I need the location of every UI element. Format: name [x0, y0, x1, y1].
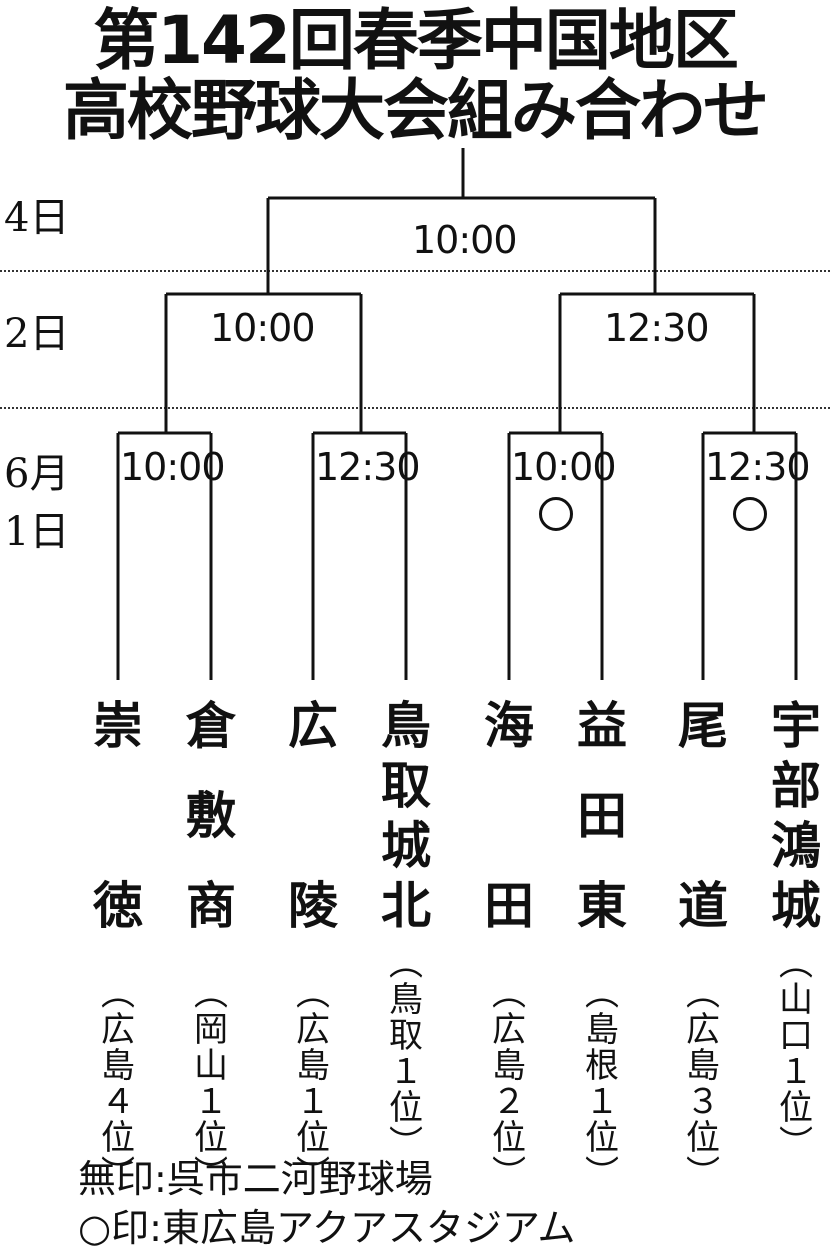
venue-circle-mark	[732, 497, 767, 531]
legend-line-1: 無印:呉市二河野球場	[78, 1157, 433, 1201]
title-line-2: 高校野球大会組み合わせ	[63, 72, 769, 149]
team-name: 倉敷商	[186, 697, 236, 935]
day-label-month: 6月	[4, 451, 70, 497]
first-round-time-3: 10:00	[511, 445, 617, 489]
first-round-time-2: 12:30	[315, 445, 421, 489]
team-name: 宇部鴻城	[771, 697, 821, 935]
team-name: 海田	[484, 697, 534, 935]
team-name: 尾道	[678, 697, 728, 935]
legend-line-2: ○印:東広島アクアスタジアム	[78, 1206, 576, 1250]
day-divider-2	[0, 407, 830, 409]
venue-circle-mark	[538, 497, 573, 531]
first-round-time-1: 10:00	[120, 445, 226, 489]
team-name: 崇徳	[93, 697, 143, 935]
semifinal-time-1: 10:00	[210, 306, 316, 350]
title-line-1: 第142回春季中国地区	[93, 2, 739, 79]
semifinal-time-2: 12:30	[604, 306, 710, 350]
first-round-time-4: 12:30	[705, 445, 811, 489]
team-name: 益田東	[577, 697, 627, 935]
day-label-final: 4日	[4, 195, 70, 241]
tournament-bracket	[116, 148, 798, 680]
day-label-semifinal: 2日	[4, 311, 70, 357]
day-label-first-round: 1日	[4, 509, 70, 555]
team-name: 鳥取城北	[381, 697, 431, 935]
team-name: 広陵	[288, 697, 338, 935]
day-divider-1	[0, 270, 830, 272]
final-time: 10:00	[412, 218, 518, 262]
